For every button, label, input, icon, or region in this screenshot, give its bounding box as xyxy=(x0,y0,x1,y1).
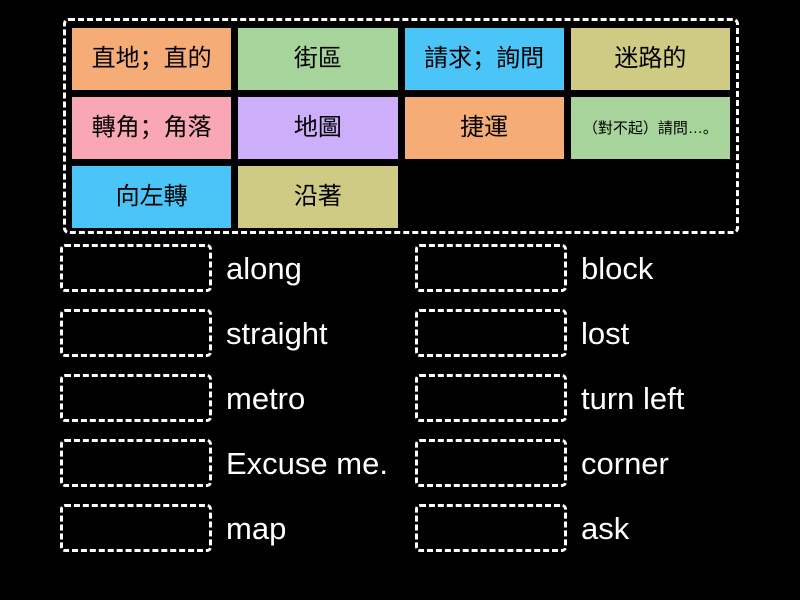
word-tile[interactable]: 沿著 xyxy=(238,166,398,228)
word-tile-empty-space xyxy=(405,166,564,228)
word-bank-row-1: 直地；直的 街區 請求；詢問 迷路的 xyxy=(72,28,730,90)
drop-slot[interactable] xyxy=(60,309,212,357)
word-bank: 直地；直的 街區 請求；詢問 迷路的 轉角；角落 地圖 捷運 （對不起）請問…。… xyxy=(63,18,739,234)
drop-slot[interactable] xyxy=(60,244,212,292)
word-tile[interactable]: 轉角；角落 xyxy=(72,97,232,159)
answer-column-left: along straight metro Excuse me. map xyxy=(60,244,388,569)
answer-row: lost xyxy=(415,309,684,357)
drop-slot[interactable] xyxy=(415,309,567,357)
answer-label: Excuse me. xyxy=(226,445,388,481)
answer-row: block xyxy=(415,244,684,292)
word-tile[interactable]: 地圖 xyxy=(238,97,398,159)
word-tile[interactable]: 向左轉 xyxy=(72,166,232,228)
word-tile[interactable]: 捷運 xyxy=(404,97,564,159)
drop-slot[interactable] xyxy=(60,374,212,422)
answer-label: along xyxy=(226,250,302,286)
answer-row: ask xyxy=(415,504,684,552)
answer-row: corner xyxy=(415,439,684,487)
answer-row: straight xyxy=(60,309,388,357)
drop-slot[interactable] xyxy=(415,439,567,487)
answer-label: block xyxy=(581,250,654,286)
answer-label: map xyxy=(226,510,287,546)
answer-row: Excuse me. xyxy=(60,439,388,487)
answer-label: metro xyxy=(226,380,306,416)
answer-label: turn left xyxy=(581,380,685,416)
answer-label: lost xyxy=(581,315,630,351)
answer-label: corner xyxy=(581,445,669,481)
word-tile[interactable]: 直地；直的 xyxy=(72,28,232,90)
answer-row: map xyxy=(60,504,388,552)
word-tile[interactable]: 迷路的 xyxy=(570,28,730,90)
drop-slot[interactable] xyxy=(415,374,567,422)
drop-slot[interactable] xyxy=(415,244,567,292)
word-bank-row-3: 向左轉 沿著 xyxy=(72,166,730,228)
word-tile-empty-space xyxy=(571,166,730,228)
word-tile[interactable]: 街區 xyxy=(238,28,398,90)
drop-slot[interactable] xyxy=(415,504,567,552)
answer-label: ask xyxy=(581,510,630,546)
answer-column-right: block lost turn left corner ask xyxy=(415,244,684,569)
answer-row: metro xyxy=(60,374,388,422)
word-tile[interactable]: 請求；詢問 xyxy=(404,28,564,90)
answer-row: turn left xyxy=(415,374,684,422)
word-bank-row-2: 轉角；角落 地圖 捷運 （對不起）請問…。 xyxy=(72,97,730,159)
drop-slot[interactable] xyxy=(60,504,212,552)
word-tile[interactable]: （對不起）請問…。 xyxy=(570,97,730,159)
answer-label: straight xyxy=(226,315,328,351)
drop-slot[interactable] xyxy=(60,439,212,487)
answer-row: along xyxy=(60,244,388,292)
